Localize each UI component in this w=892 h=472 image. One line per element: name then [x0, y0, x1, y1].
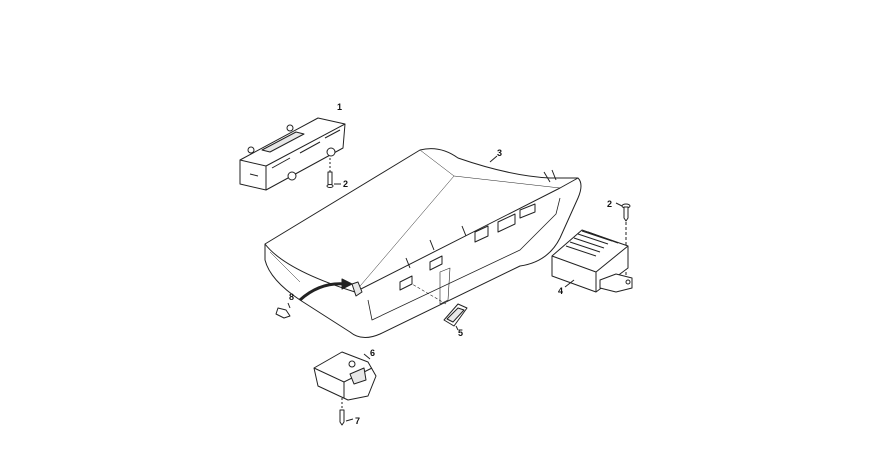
arrow-icon [298, 282, 346, 302]
callout-4: 4 [558, 286, 564, 296]
screw-part-2a [326, 158, 341, 188]
callout-3: 3 [497, 148, 503, 158]
callout-5: 5 [458, 328, 464, 338]
module-part-1 [239, 117, 346, 191]
callout-6: 6 [370, 348, 376, 358]
callout-1: 1 [337, 102, 343, 112]
actuator-part-6 [313, 351, 377, 401]
screw-part-7 [339, 398, 354, 426]
callout-8: 8 [289, 292, 295, 302]
callout-7: 7 [355, 416, 361, 426]
module-part-4 [551, 229, 633, 293]
glovebox-part-3 [264, 148, 582, 338]
callout-2b: 2 [607, 199, 613, 209]
pad-part-5 [411, 283, 468, 331]
callout-2a: 2 [343, 179, 349, 189]
clip-part-8 [275, 302, 291, 319]
